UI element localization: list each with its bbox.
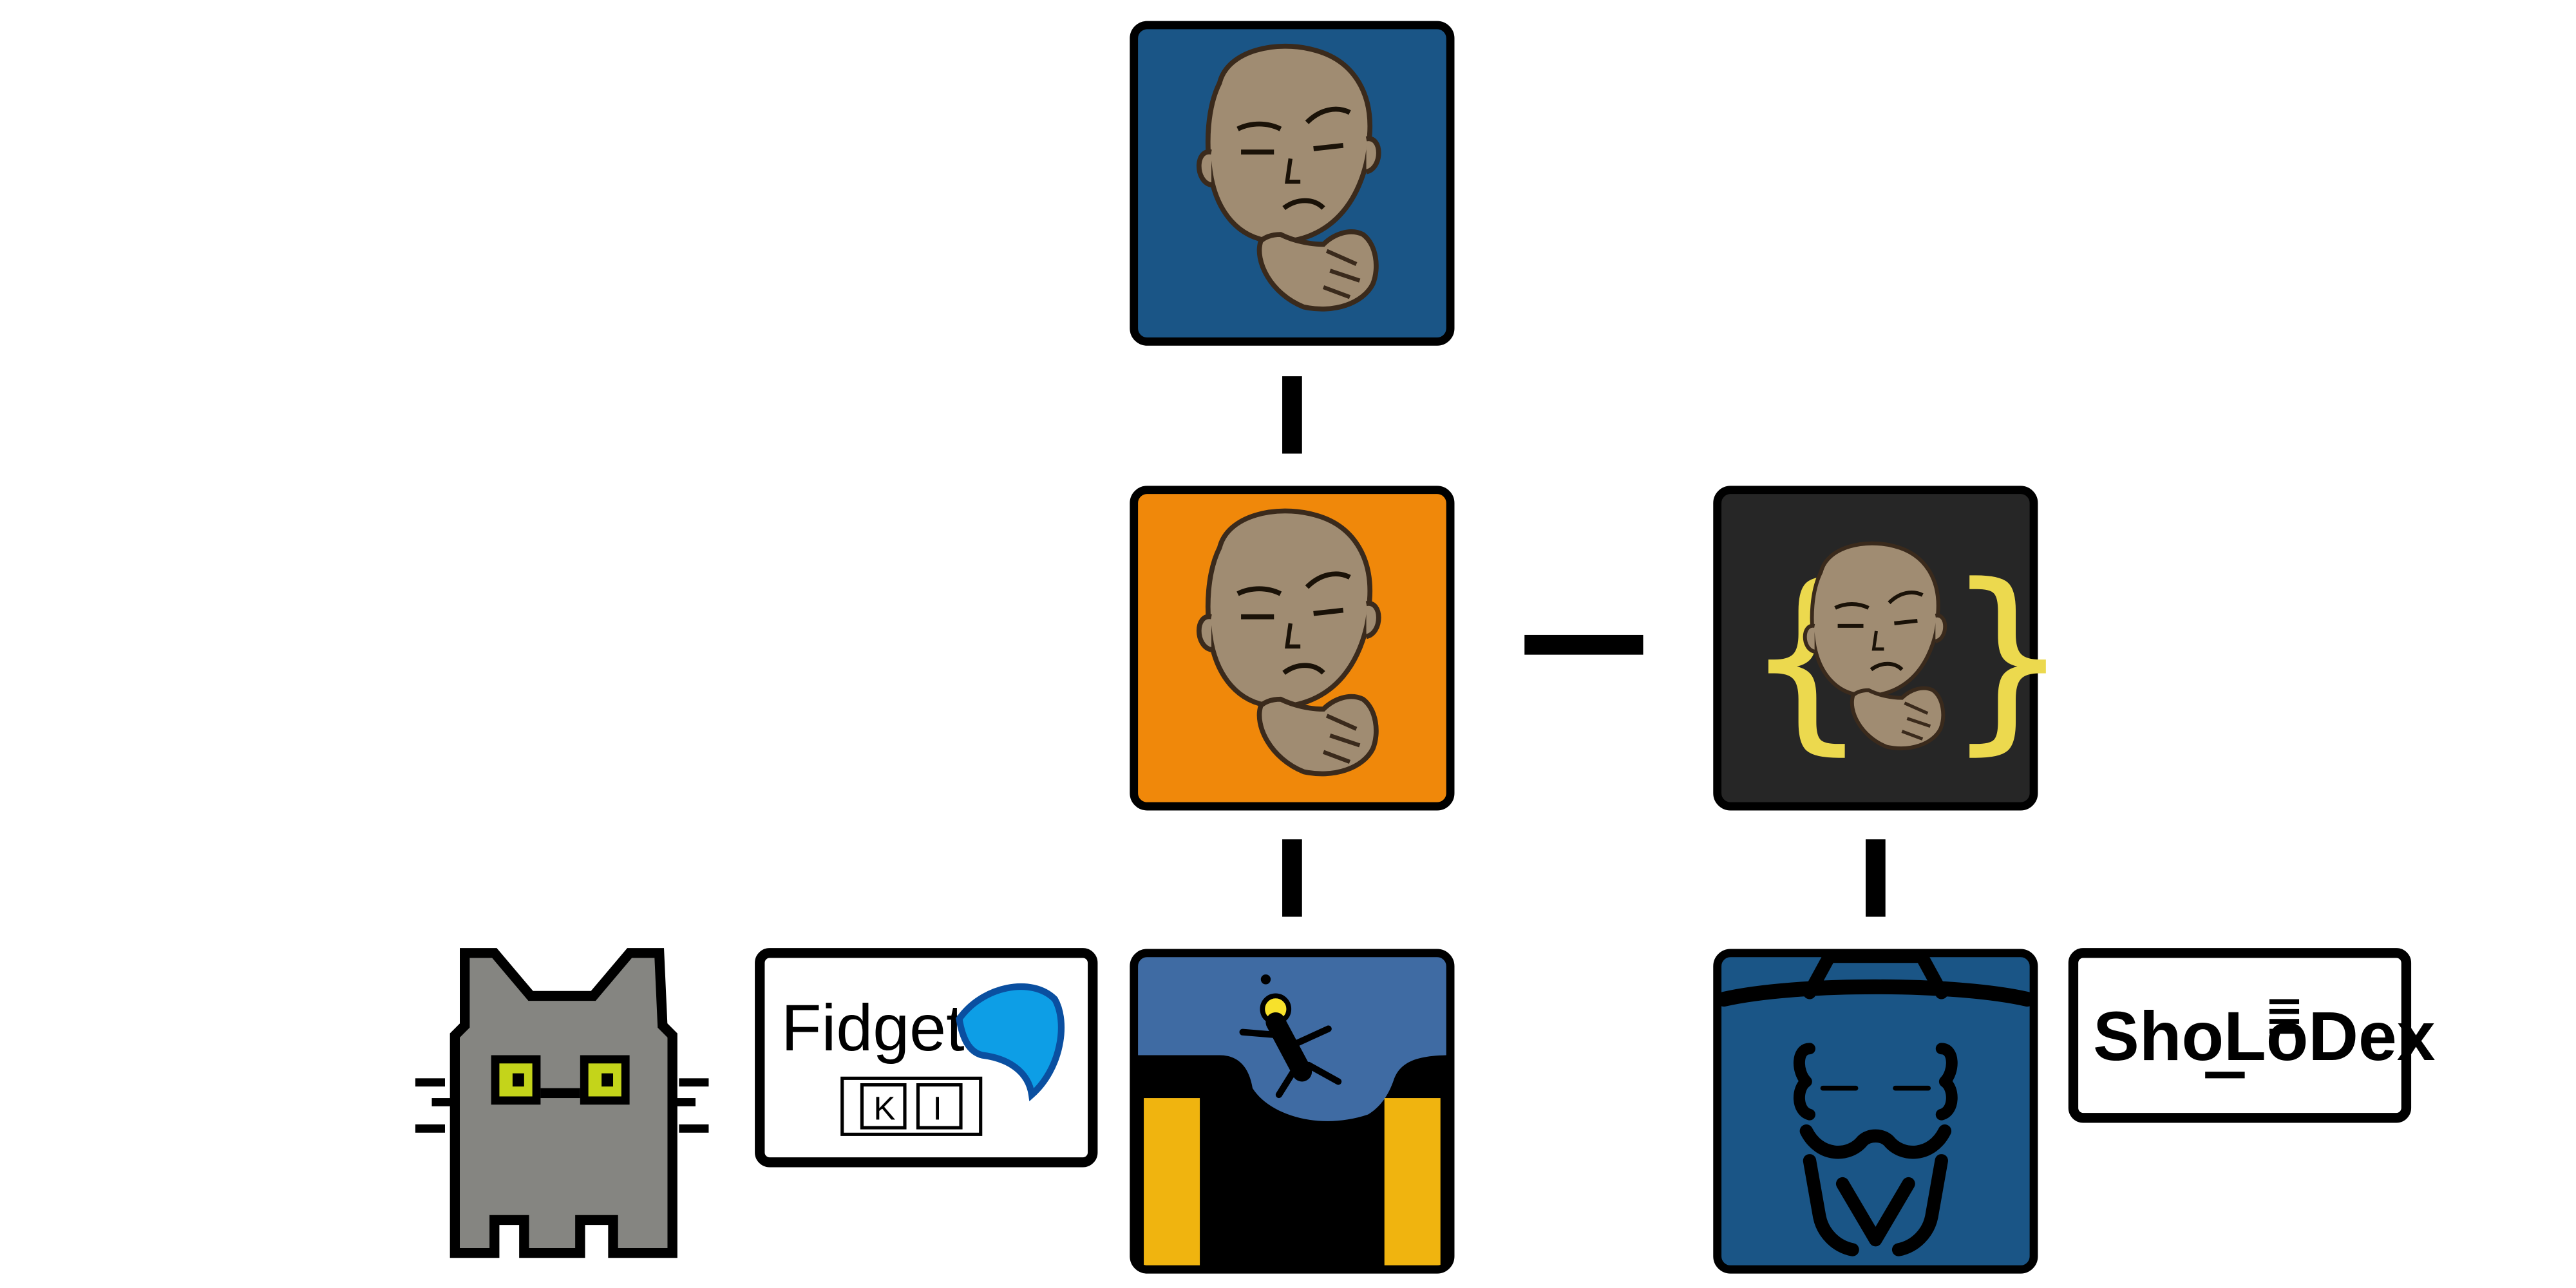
node-fidget-card[interactable]: Fidget K I [755,948,1098,1168]
fidget-title: Fidget [781,990,965,1065]
fidget-wave-icon [956,983,1065,1102]
node-pixel-cat[interactable] [415,948,709,1258]
diver-icon [1239,974,1342,1099]
connector-middle-diver [1282,839,1302,917]
fidget-key-left: K [873,1090,895,1126]
fidget-key-right: I [933,1090,942,1126]
fidget-keys: K I [840,1076,983,1136]
sholodex-card-stack-icon [2269,999,2300,1034]
cat-whiskers-icon [415,1078,709,1133]
node-wizard[interactable] [1713,949,2038,1274]
cat-eye-right-icon [580,1055,630,1105]
connector-right-wizard [1865,839,1886,917]
connector-top-middle [1282,376,1302,454]
node-diver-pool[interactable] [1130,949,1455,1274]
node-right-braces-face[interactable]: { } [1713,486,2071,811]
right-brace-icon: } [1945,543,2070,773]
node-middle-thinking-face[interactable] [1130,486,1455,811]
sholodex-title: ShoLoDex [2093,998,2435,1075]
cat-eye-left-icon [491,1055,541,1105]
node-sholodex-card[interactable]: ShoLoDex [2068,948,2436,1123]
connector-middle-right [1524,634,1643,655]
node-top-thinking-face[interactable] [1130,21,1455,346]
